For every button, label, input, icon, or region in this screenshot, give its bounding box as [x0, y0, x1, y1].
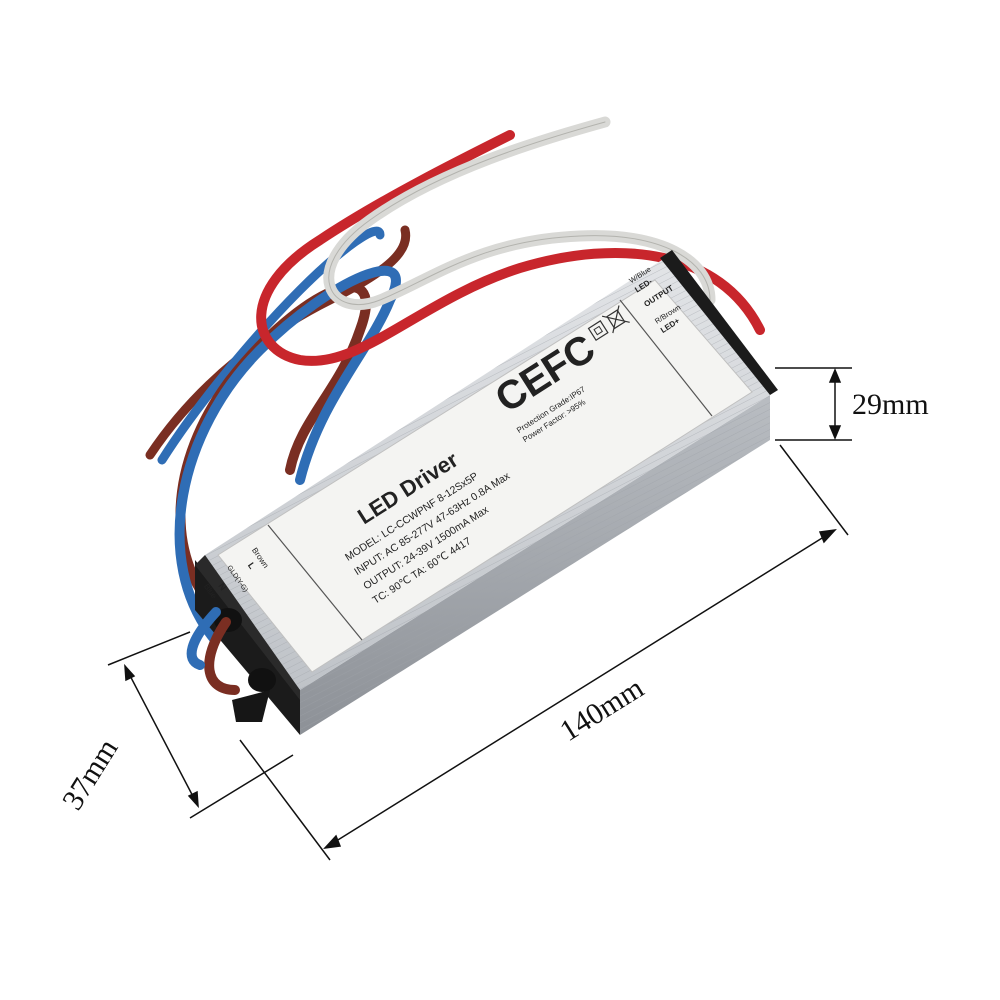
- safety-mark-icon: [587, 320, 609, 342]
- dimension-depth: [107, 631, 294, 819]
- weee-bin-icon: [601, 305, 630, 334]
- input-l-label: L: [246, 561, 258, 572]
- input-n-label: N: [216, 581, 228, 592]
- driver-label: LED Driver MODEL: LC-CCWPNF 8-12Sx5P INP…: [202, 265, 753, 673]
- width-label: 140mm: [554, 671, 649, 748]
- mounting-tab: [232, 690, 270, 722]
- output-wires: [256, 116, 765, 366]
- input-grommet-bottom: [248, 668, 276, 692]
- dimension-height: [775, 367, 852, 441]
- input-wire-stubs: [186, 607, 240, 695]
- label-divider-right: [619, 299, 713, 417]
- label-divider-left: [267, 524, 363, 641]
- dimension-width: [239, 444, 849, 861]
- input-wires: [145, 225, 411, 645]
- depth-label: 37mm: [56, 733, 125, 816]
- height-label: 29mm: [852, 388, 929, 421]
